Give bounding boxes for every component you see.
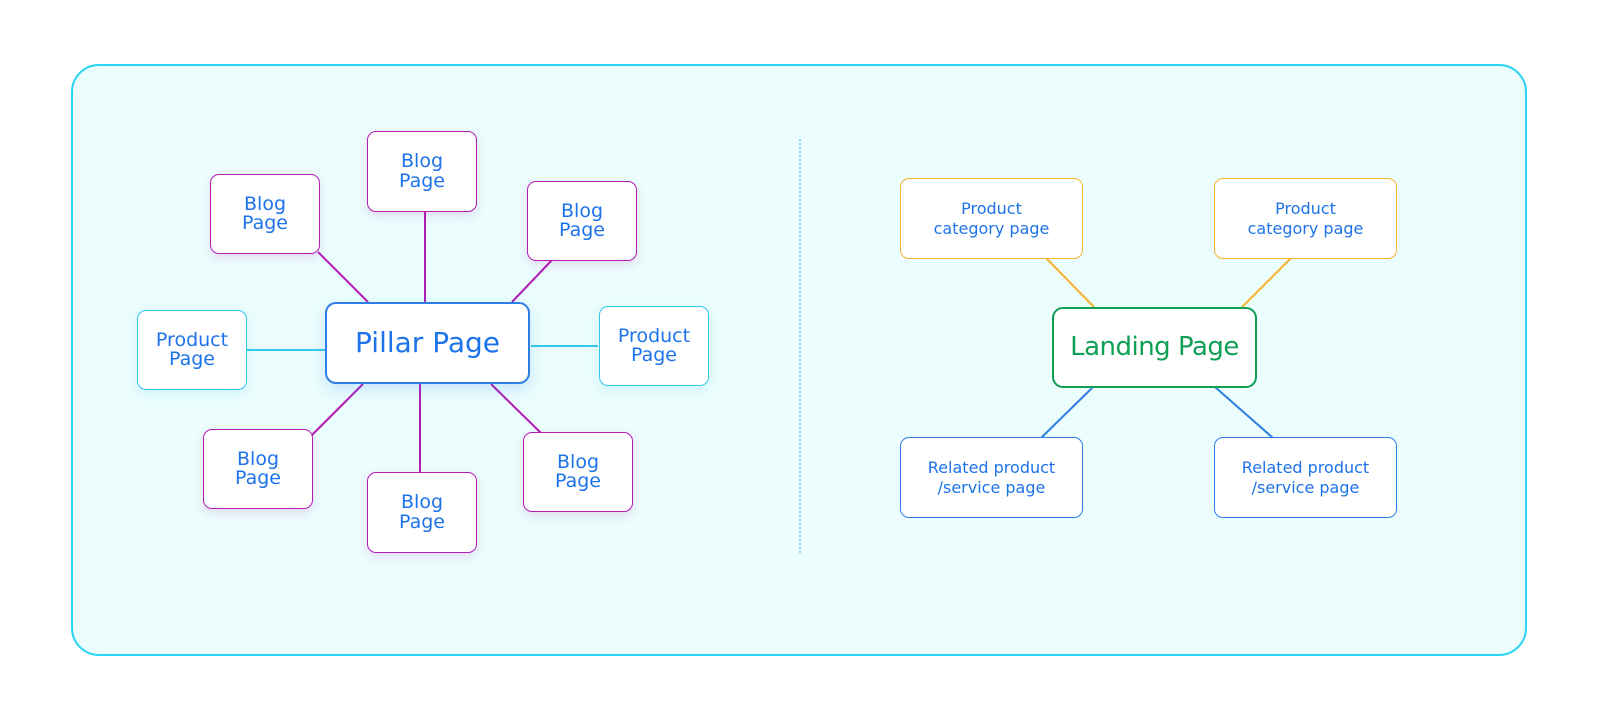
connector-related-right (1214, 386, 1274, 439)
connector-blog-bottom-right (490, 383, 544, 436)
related-service-label: Related product/service page (927, 458, 1056, 497)
landing-page-label: Landing Page (1070, 332, 1239, 363)
related-service-node-right: Related product/service page (1214, 437, 1397, 518)
landing-page-node: Landing Page (1052, 307, 1257, 388)
section-divider (799, 139, 801, 553)
connector-blog-bottom-left (310, 383, 364, 437)
related-service-node-left: Related product/service page (900, 437, 1083, 518)
connector-category-left (1045, 257, 1095, 308)
pillar-page-label: Pillar Page (355, 325, 500, 359)
connector-category-right (1241, 257, 1292, 308)
pillar-page-node: Pillar Page (325, 302, 530, 384)
connector-blog-top-left (317, 251, 369, 303)
connector-related-left (1040, 386, 1094, 439)
connector-blog-top-right (511, 259, 553, 303)
related-service-label: Related product/service page (1241, 458, 1370, 497)
